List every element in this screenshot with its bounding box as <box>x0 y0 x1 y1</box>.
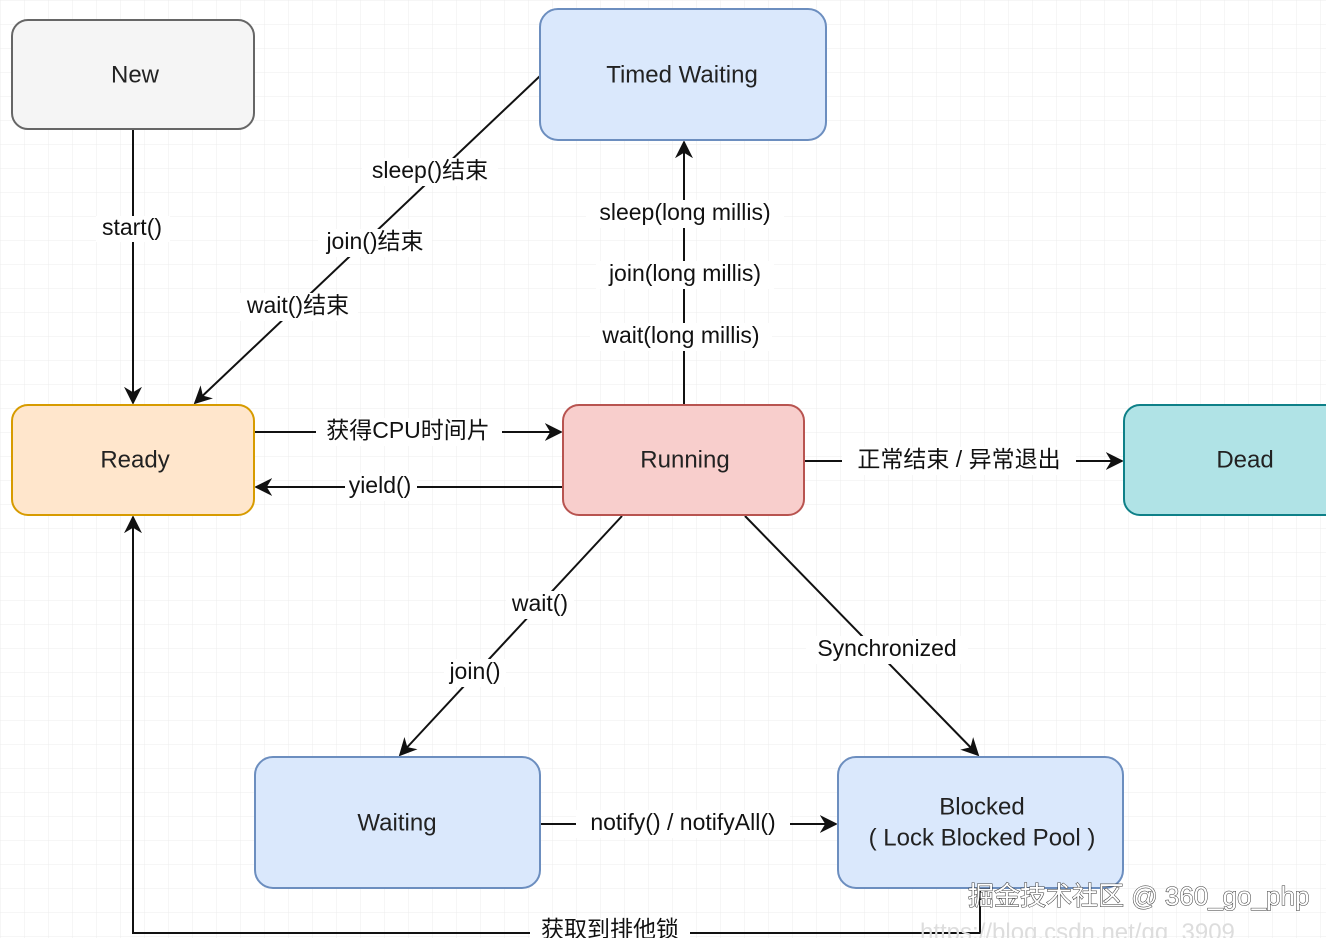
edge-label: 获取到排他锁 <box>541 916 679 938</box>
edge-label: wait() <box>511 590 568 616</box>
edge-label: notify() / notifyAll() <box>590 809 775 835</box>
node-label: Timed Waiting <box>606 61 758 88</box>
node-label: Running <box>640 446 729 473</box>
state-dead[interactable]: Dead <box>1123 404 1326 516</box>
edge-running-dead: 正常结束 / 异常退出 <box>804 446 1124 475</box>
edge-label: start() <box>102 214 162 240</box>
node-label: New <box>111 61 160 88</box>
edge-running-blocked: Synchronized <box>744 515 980 757</box>
edge-label: yield() <box>349 472 412 498</box>
node-label: Ready <box>100 446 169 473</box>
edge-running-ready: yield() <box>254 472 563 501</box>
edge-running-waiting: wait() join() <box>398 515 623 757</box>
edge-waiting-blocked: notify() / notifyAll() <box>540 809 838 838</box>
edge-label: wait(long millis) <box>601 322 759 348</box>
edge-running-timed: sleep(long millis) join(long millis) wai… <box>586 140 784 405</box>
state-running[interactable]: Running <box>562 404 805 516</box>
state-timed-waiting[interactable]: Timed Waiting <box>539 8 827 141</box>
edge-new-ready: start() <box>96 129 170 405</box>
node-label: Dead <box>1216 446 1273 473</box>
edge-label: join()结束 <box>325 228 423 254</box>
watermark: 掘金技术社区 @ 360_go_php <box>968 881 1309 911</box>
edge-label: sleep(long millis) <box>599 199 770 225</box>
edge-label: wait()结束 <box>246 292 349 318</box>
node-label: Waiting <box>357 809 436 836</box>
node-sublabel: ( Lock Blocked Pool ) <box>869 824 1096 851</box>
node-label: Blocked <box>939 793 1024 820</box>
edge-label: sleep()结束 <box>372 157 488 183</box>
edge-label: 获得CPU时间片 <box>326 417 490 443</box>
state-waiting[interactable]: Waiting <box>254 756 541 889</box>
edge-label: 正常结束 / 异常退出 <box>857 446 1060 472</box>
state-ready[interactable]: Ready <box>11 404 255 516</box>
edge-label: join() <box>448 658 500 684</box>
edge-ready-running: 获得CPU时间片 <box>254 417 563 446</box>
state-blocked[interactable]: Blocked ( Lock Blocked Pool ) <box>837 756 1124 889</box>
edge-label: join(long millis) <box>608 260 761 286</box>
edge-blocked-ready: 获取到排他锁 <box>124 515 981 938</box>
state-new[interactable]: New <box>11 19 255 130</box>
url-watermark: https://blog.csdn.net/qq_3909 <box>920 919 1235 938</box>
edge-timed-ready: sleep()结束 join()结束 wait()结束 <box>193 75 541 405</box>
edge-label: Synchronized <box>817 635 956 661</box>
